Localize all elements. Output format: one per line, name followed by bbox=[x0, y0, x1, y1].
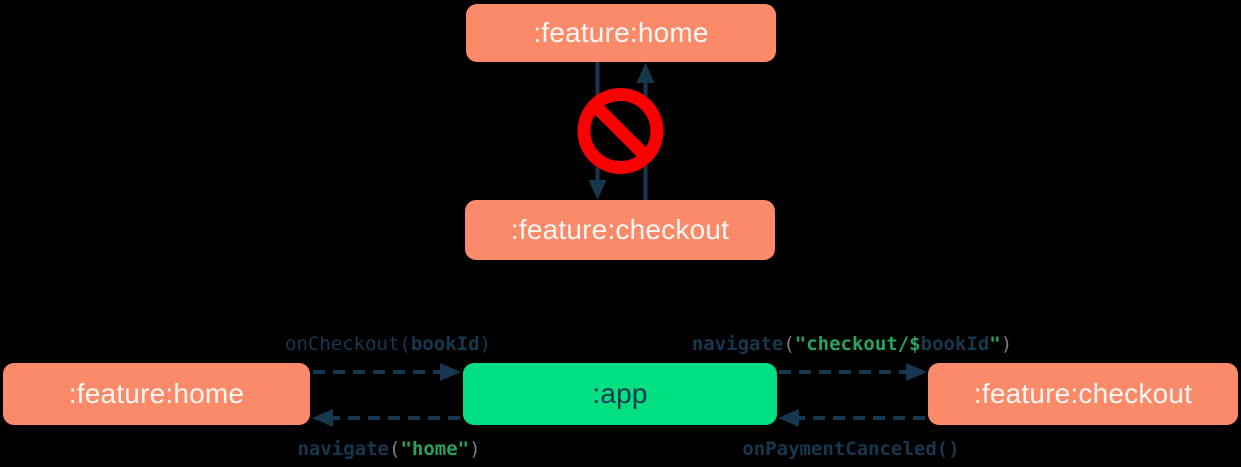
code-fn: onPaymentCanceled bbox=[742, 438, 937, 460]
module-box-feature-home-bottom: :feature:home bbox=[3, 363, 310, 425]
code-paren: ( bbox=[399, 333, 411, 355]
code-paren: ) bbox=[479, 333, 491, 355]
code-string: " bbox=[989, 333, 1001, 355]
module-label: :feature:checkout bbox=[510, 214, 730, 245]
module-label: :feature:checkout bbox=[973, 378, 1193, 409]
module-box-feature-checkout-top: :feature:checkout bbox=[465, 200, 775, 260]
code-arg: bookId bbox=[920, 333, 990, 355]
arrow-home-to-checkout bbox=[588, 62, 607, 200]
code-string: "checkout/$ bbox=[794, 333, 921, 355]
code-paren: ) bbox=[469, 438, 481, 460]
code-fn: navigate bbox=[297, 438, 389, 460]
code-fn: navigate bbox=[691, 333, 784, 355]
no-entry-icon bbox=[577, 88, 664, 174]
arrow-app-to-checkout bbox=[779, 363, 927, 381]
code-fn: onCheckout bbox=[285, 333, 400, 355]
call-label-navigate-home: navigate("home") bbox=[297, 436, 480, 462]
arrow-home-to-app bbox=[313, 363, 461, 381]
call-label-onpaymentcanceled: onPaymentCanceled() bbox=[742, 436, 959, 462]
module-box-feature-checkout-bottom: :feature:checkout bbox=[928, 363, 1238, 425]
module-box-app: :app bbox=[463, 363, 777, 425]
code-paren: () bbox=[936, 438, 960, 460]
module-box-feature-home-top: :feature:home bbox=[466, 4, 776, 62]
code-paren: ( bbox=[783, 333, 795, 355]
module-label: :app bbox=[592, 378, 648, 409]
arrow-app-to-home bbox=[312, 409, 460, 427]
call-label-oncheckout: onCheckout(bookId) bbox=[285, 331, 491, 357]
module-label: :feature:home bbox=[68, 378, 245, 409]
code-paren: ( bbox=[388, 438, 401, 460]
code-paren: ) bbox=[1000, 333, 1013, 355]
code-arg: bookId bbox=[410, 333, 480, 355]
call-label-navigate-checkout: navigate("checkout/$bookId") bbox=[692, 331, 1012, 357]
code-string: "home" bbox=[400, 438, 470, 460]
arrow-checkout-to-home bbox=[636, 63, 655, 200]
module-label: :feature:home bbox=[533, 17, 709, 48]
arrow-checkout-to-app bbox=[778, 409, 925, 427]
